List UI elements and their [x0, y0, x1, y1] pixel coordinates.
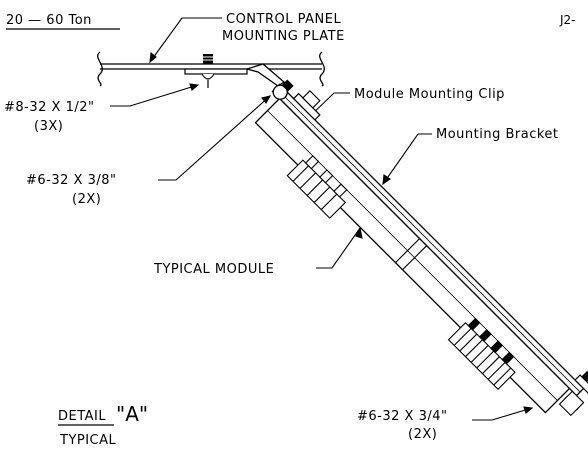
screw-6b-leader — [472, 407, 533, 421]
typical-module-leader — [316, 227, 361, 269]
screw-6a-label-1: #6-32 X 3/8" — [26, 173, 116, 188]
screw-6a-leader — [158, 95, 271, 181]
control-panel-label-2: MOUNTING PLATE — [222, 29, 345, 44]
control-panel-leader — [149, 17, 222, 63]
typical-module-label: TYPICAL MODULE — [153, 262, 274, 277]
tonnage-label: 20 — 60 Ton — [6, 13, 92, 28]
detail-title: DETAIL "A" TYPICAL — [58, 402, 148, 448]
screw-6a-label-2: (2X) — [72, 192, 101, 207]
mounting-bracket — [254, 79, 588, 417]
detail-sub: TYPICAL — [59, 433, 117, 448]
detail-letter: "A" — [116, 402, 148, 426]
module-clip-icon — [292, 90, 321, 121]
bracket-top-tab — [244, 63, 286, 87]
mounting-bracket-label: Mounting Bracket — [436, 127, 559, 142]
screw-8-icon — [184, 54, 248, 88]
screw-6b-icon — [558, 370, 588, 417]
upper-connector — [286, 155, 348, 219]
mounting-bracket-leader — [382, 133, 432, 185]
screw-6b-label-2: (2X) — [408, 427, 437, 442]
sheet-ref-label: J2- — [559, 13, 576, 27]
screw-6b-label-1: #6-32 X 3/4" — [357, 409, 447, 424]
module-clip-label: Module Mounting Clip — [354, 87, 505, 102]
control-panel-label-1: CONTROL PANEL — [226, 12, 341, 27]
screw-8-label-2: (3X) — [34, 119, 63, 134]
screw-6a-icon — [272, 79, 294, 100]
header-left-text: 20 — 60 Ton — [6, 13, 120, 30]
screw-8-leader — [110, 84, 199, 107]
lower-connector — [447, 317, 516, 391]
detail-word: DETAIL — [58, 409, 106, 424]
screw-8-label-1: #8-32 X 1/2" — [4, 100, 94, 115]
